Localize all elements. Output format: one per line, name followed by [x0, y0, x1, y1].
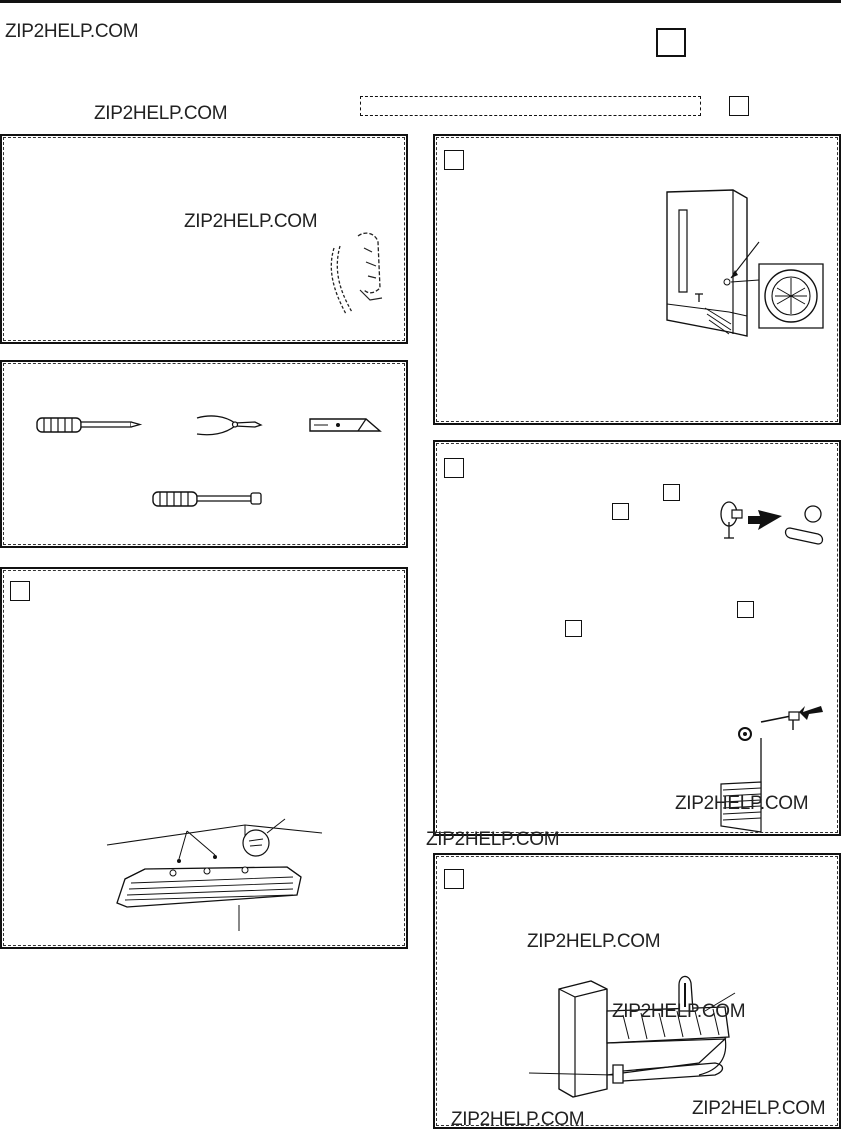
step-number-box: [444, 869, 464, 889]
ice-maker-icon: [529, 971, 829, 1117]
panel-step-plug: ZIP2HELP.COM: [433, 440, 841, 836]
reference-box: [612, 503, 629, 520]
header-step-box-small: [729, 96, 749, 116]
watermark: ZIP2HELP.COM: [426, 829, 560, 850]
freezer-wall-icon: [659, 184, 829, 344]
reference-box: [737, 601, 754, 618]
pliers-icon: [195, 412, 263, 438]
watermark: ZIP2HELP.COM: [94, 103, 228, 124]
step-number-box: [10, 581, 30, 601]
header-step-box: [656, 28, 686, 57]
reference-box: [565, 620, 582, 637]
utility-knife-icon: [308, 413, 382, 437]
water-line-icon: [717, 706, 823, 834]
reference-box: [663, 484, 680, 501]
panel-step-freezer: [433, 134, 841, 425]
nut-driver-icon: [152, 487, 264, 511]
watermark: ZIP2HELP.COM: [184, 211, 318, 232]
watermark: ZIP2HELP.COM: [692, 1098, 826, 1119]
panel-step-shelf: [0, 567, 408, 949]
panel-tools: [0, 360, 408, 548]
watermark: ZIP2HELP.COM: [451, 1109, 585, 1130]
panel-step-icemaker: ZIP2HELP.COM ZIP2HELP.COM ZIP2HELP.COM Z…: [433, 853, 841, 1130]
dashed-template-bar: [360, 96, 701, 116]
step-number-box: [444, 458, 464, 478]
shelf-bracket-icon: [107, 807, 337, 937]
step-number-box: [444, 150, 464, 170]
top-rule: [0, 0, 841, 3]
watermark: ZIP2HELP.COM: [612, 1001, 746, 1022]
watermark: ZIP2HELP.COM: [527, 931, 661, 952]
panel-intro: ZIP2HELP.COM: [0, 134, 408, 344]
phillips-screwdriver-icon: [36, 413, 146, 437]
water-tube-icon: [324, 228, 394, 318]
watermark: ZIP2HELP.COM: [675, 793, 809, 814]
plug-button-icon: [718, 498, 834, 548]
watermark: ZIP2HELP.COM: [5, 21, 139, 42]
